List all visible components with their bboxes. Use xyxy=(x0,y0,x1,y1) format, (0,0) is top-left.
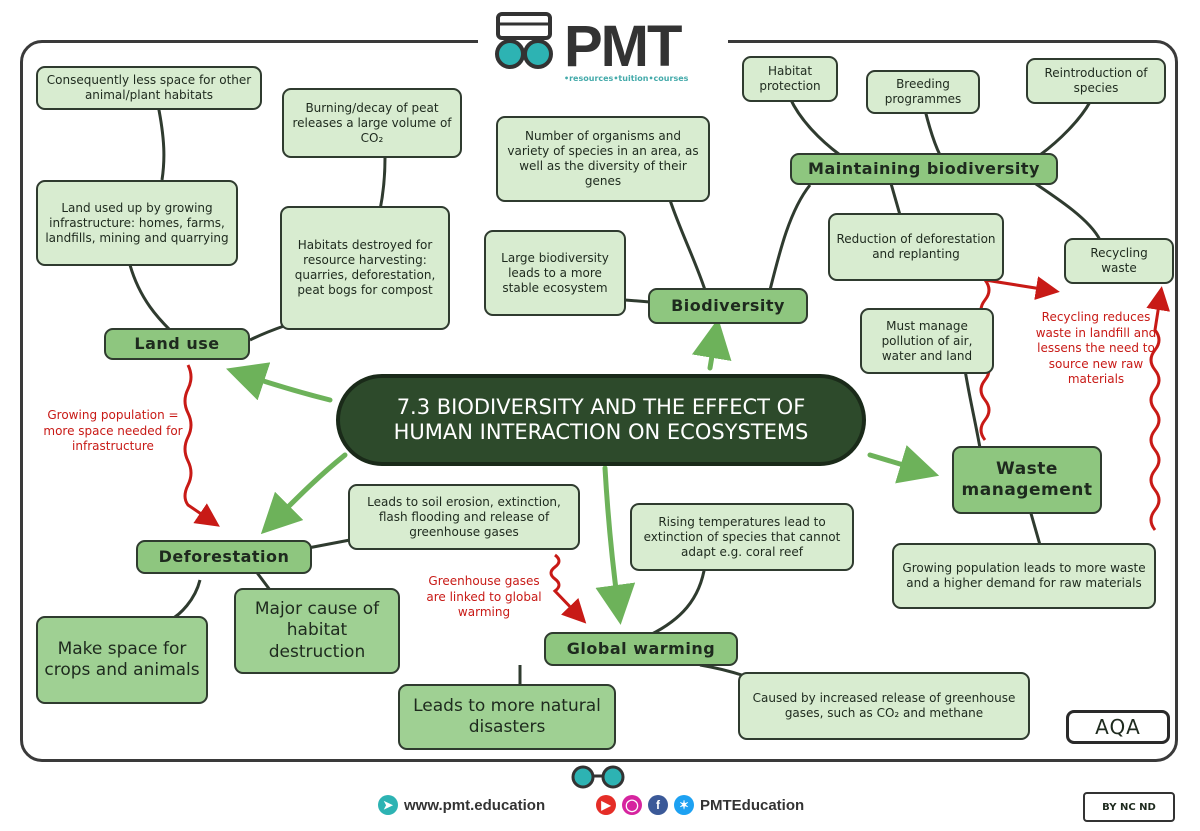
hub-maintaining-biodiversity: Maintaining biodiversity xyxy=(790,153,1058,185)
instagram-icon: ◯ xyxy=(622,795,642,815)
hub-biodiversity: Biodiversity xyxy=(648,288,808,324)
node-peat: Burning/decay of peat releases a large v… xyxy=(282,88,462,158)
youtube-icon: ▶ xyxy=(596,795,616,815)
hub-deforestation: Deforestation xyxy=(136,540,312,574)
license-text: BY NC ND xyxy=(1102,801,1156,813)
cursor-icon: ➤ xyxy=(378,795,398,815)
node-make-space: Make space for crops and animals xyxy=(36,616,208,704)
hub-global-warming: Global warming xyxy=(544,632,738,666)
logo-text: PMT xyxy=(564,13,682,79)
node-growing-population-waste: Growing population leads to more waste a… xyxy=(892,543,1156,609)
hub-land-use: Land use xyxy=(104,328,250,360)
node-reintroduction: Reintroduction of species xyxy=(1026,58,1166,104)
node-habitats-destroyed: Habitats destroyed for resource harvesti… xyxy=(280,206,450,330)
node-recycling-waste: Recycling waste xyxy=(1064,238,1174,284)
node-large-biodiversity: Large biodiversity leads to a more stabl… xyxy=(484,230,626,316)
website-text: www.pmt.education xyxy=(404,796,546,814)
node-breeding: Breeding programmes xyxy=(866,70,980,114)
node-caused-by: Caused by increased release of greenhous… xyxy=(738,672,1030,740)
node-habitat-protection: Habitat protection xyxy=(742,56,838,102)
node-natural-disasters: Leads to more natural disasters xyxy=(398,684,616,750)
website-link[interactable]: ➤ www.pmt.education xyxy=(378,795,545,815)
note-greenhouse-linked: Greenhouse gases are linked to global wa… xyxy=(426,574,542,620)
note-growing-population: Growing population = more space needed f… xyxy=(43,408,183,454)
exam-board-badge: AQA xyxy=(1066,710,1170,744)
node-major-cause: Major cause of habitat destruction xyxy=(234,588,400,674)
glasses-icon xyxy=(495,12,553,69)
logo-tagline: •resources•tuition•courses xyxy=(564,74,689,83)
node-reduction-deforestation: Reduction of deforestation and replantin… xyxy=(828,213,1004,281)
twitter-icon: ✶ xyxy=(674,795,694,815)
topic-arrows xyxy=(226,318,940,625)
node-less-space: Consequently less space for other animal… xyxy=(36,66,262,110)
social-link[interactable]: ▶ ◯ f ✶ PMTEducation xyxy=(596,795,804,815)
hub-waste-management: Waste management xyxy=(952,446,1102,514)
social-handle: PMTEducation xyxy=(700,796,805,814)
node-soil-erosion: Leads to soil erosion, extinction, flash… xyxy=(348,484,580,550)
pmt-logo: PMT •resources•tuition•courses xyxy=(478,0,728,92)
creative-commons-icon: BY NC ND xyxy=(1083,792,1175,822)
connector-lines xyxy=(128,97,1102,692)
node-must-manage: Must manage pollution of air, water and … xyxy=(860,308,994,374)
glasses-footer-icon xyxy=(571,765,625,789)
note-recycling-reduces: Recycling reduces waste in landfill and … xyxy=(1035,310,1157,387)
node-number-organisms: Number of organisms and variety of speci… xyxy=(496,116,710,202)
node-land-used-up: Land used up by growing infrastructure: … xyxy=(36,180,238,266)
node-rising-temps: Rising temperatures lead to extinction o… xyxy=(630,503,854,571)
central-title: 7.3 BIODIVERSITY AND THE EFFECT OF HUMAN… xyxy=(336,374,866,466)
facebook-icon: f xyxy=(648,795,668,815)
